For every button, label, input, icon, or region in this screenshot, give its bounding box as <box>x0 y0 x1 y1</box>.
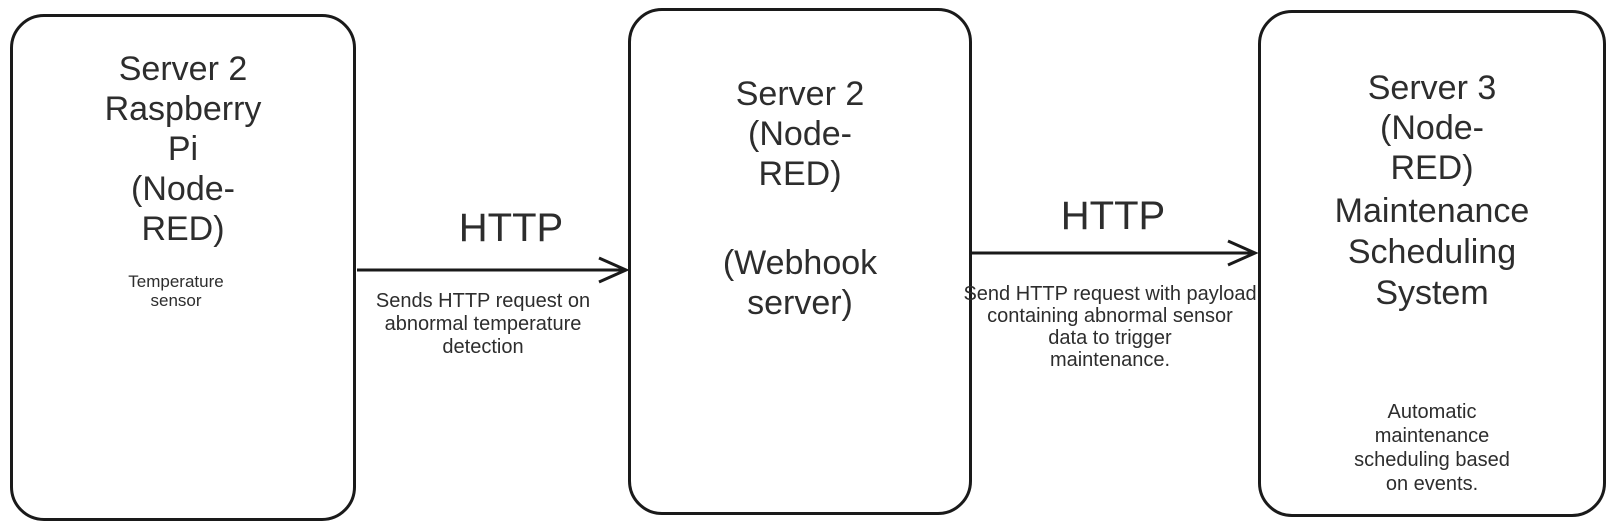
webhook-server-label: (Webhook server) <box>722 244 878 322</box>
http-description-2: Send HTTP request with payload containin… <box>963 283 1257 371</box>
http-arrow-2-head <box>1227 239 1259 267</box>
http-label-2: HTTP <box>1060 194 1166 238</box>
node-server2-raspberry-pi: Server 2 Raspberry Pi (Node-RED) Tempera… <box>10 14 356 521</box>
maintenance-system-label: Maintenance Scheduling System <box>1334 192 1530 312</box>
node-title: Server 2 (Node-RED) <box>735 75 865 193</box>
http-arrow-1-head <box>598 256 630 284</box>
maintenance-note: Automatic maintenance scheduling based o… <box>1354 401 1510 495</box>
node-server2-webhook: Server 2 (Node-RED) (Webhook server) <box>628 8 972 515</box>
node-title: Server 3 (Node-RED) <box>1367 69 1497 187</box>
node-title: Server 2 Raspberry Pi (Node-RED) <box>104 50 262 248</box>
http-description-1: Sends HTTP request on abnormal temperatu… <box>375 290 591 358</box>
http-label-1: HTTP <box>458 206 564 250</box>
node-server3-maintenance: Server 3 (Node-RED) Maintenance Scheduli… <box>1258 10 1606 517</box>
temperature-sensor-label: Temperature sensor <box>128 272 224 310</box>
